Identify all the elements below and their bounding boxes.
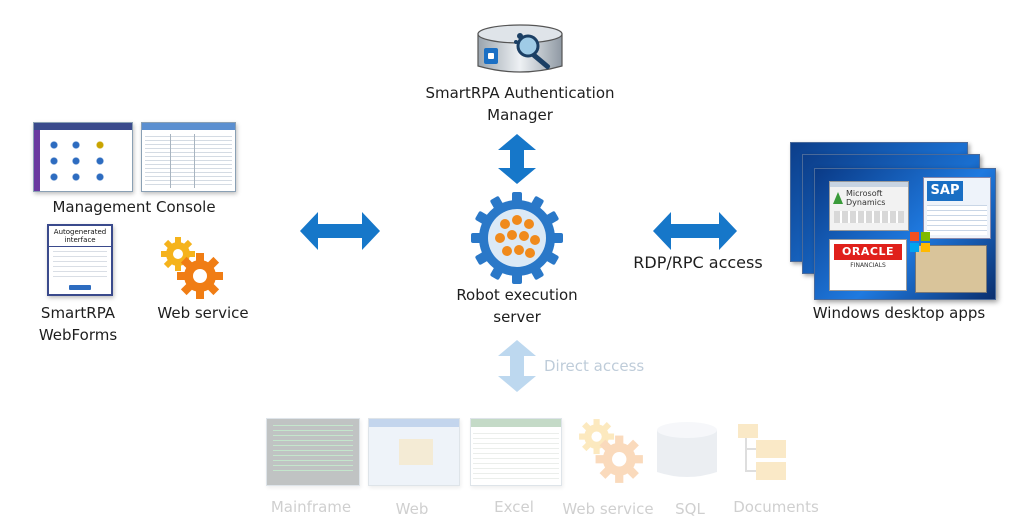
windows-desktop-front: Microsoft Dynamics SAP ORACLE FINANCIALS	[814, 168, 996, 300]
sap-logo: SAP	[927, 181, 963, 201]
management-console-label: Management Console	[52, 198, 216, 216]
auth-manager-label-line2: Manager	[487, 106, 553, 124]
target-label-web: Web	[395, 500, 429, 518]
oracle-window: ORACLE FINANCIALS	[829, 239, 907, 291]
web-service-label: Web service	[157, 304, 249, 322]
documents-folder-icon	[738, 424, 786, 480]
dynamics-logo-icon	[833, 192, 843, 204]
target-label-mainframe: Mainframe	[270, 498, 352, 516]
web-screenshot	[368, 418, 460, 486]
auth-manager-node: SmartRPA Authentication Manager	[420, 22, 620, 132]
webforms-label-line1: SmartRPA	[40, 304, 116, 322]
robot-gear-icon	[471, 192, 563, 284]
webforms-screenshot: Autogenerated interface	[47, 224, 113, 296]
left-double-arrow	[300, 212, 380, 250]
oracle-logo: ORACLE	[834, 244, 902, 260]
windows-apps-stack: Microsoft Dynamics SAP ORACLE FINANCIALS	[790, 142, 996, 302]
windows-flag-icon	[910, 232, 930, 252]
microsoft-line: Microsoft	[846, 189, 883, 198]
database-lock-search-icon	[477, 24, 563, 73]
autogen-header-line1: Autogenerated	[53, 228, 107, 236]
robot-server-label-line2: server	[493, 308, 541, 326]
webforms-label-line2: WebForms	[38, 326, 118, 344]
management-console-screenshot-2	[141, 122, 236, 192]
rdp-rpc-label: RDP/RPC access	[633, 253, 763, 272]
robot-server-label-line1: Robot execution	[456, 286, 578, 304]
sql-database-icon	[657, 422, 717, 477]
dynamics-line: Dynamics	[846, 198, 886, 207]
excel-screenshot	[470, 418, 562, 486]
target-label-sql: SQL	[675, 500, 705, 518]
oracle-financials: FINANCIALS	[850, 262, 886, 269]
direct-access-targets: Mainframe Web Excel Web service SQL Docu…	[250, 412, 850, 524]
right-double-arrow	[653, 212, 737, 250]
sap-window: SAP	[923, 177, 991, 239]
web-service-gears-icon	[161, 237, 223, 299]
microsoft-dynamics-window: Microsoft Dynamics	[829, 181, 909, 231]
target-label-documents: Documents	[733, 498, 819, 516]
autogen-header-line2: interface	[64, 236, 96, 244]
management-console-screenshot-1	[33, 122, 133, 192]
direct-access-label: Direct access	[544, 357, 645, 375]
target-label-web-service: Web service	[562, 500, 654, 518]
vertical-double-arrow	[498, 134, 536, 184]
windows-apps-label: Windows desktop apps	[812, 304, 986, 322]
target-label-excel: Excel	[494, 498, 534, 516]
mainframe-screenshot	[266, 418, 360, 486]
auth-manager-label-line1: SmartRPA Authentication	[425, 84, 615, 102]
direct-access-arrow	[498, 340, 536, 392]
bottom-web-service-gears-icon	[579, 419, 643, 483]
